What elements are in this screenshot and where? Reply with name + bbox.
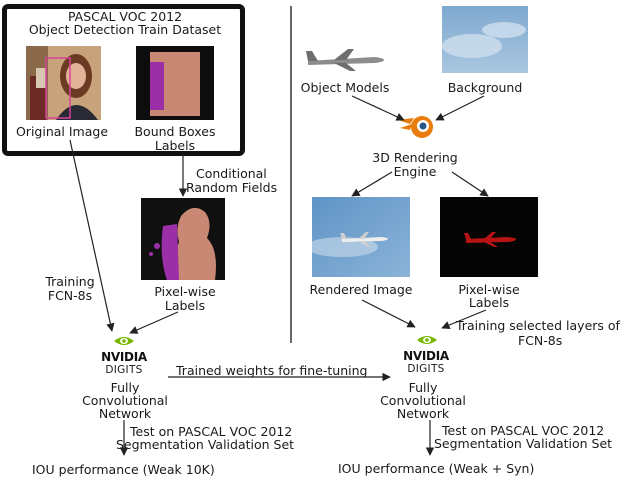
- left-pixelwise-label-line1: Pixel-wise: [154, 284, 216, 299]
- training-label-line2: FCN-8s: [47, 288, 93, 303]
- rendered-image-label: Rendered Image: [309, 282, 413, 297]
- nvidia-logo-icon-right: [415, 332, 439, 348]
- training-selected-line2: FCN-8s: [518, 333, 563, 348]
- left-iou-label: IOU performance (Weak 10K): [32, 462, 215, 477]
- digits-wordmark-right: DIGITS: [407, 363, 445, 375]
- right-pixelwise-label-line2: Labels: [468, 295, 510, 310]
- left-test-line1: Test on PASCAL VOC 2012: [130, 424, 293, 439]
- background-label: Background: [447, 80, 523, 95]
- bound-boxes-label-line1: Bound Boxes: [134, 124, 216, 139]
- dataset-title-line2: Object Detection Train Dataset: [28, 22, 222, 37]
- bound-boxes-label-line2: Labels: [154, 138, 196, 153]
- dataset-title-line1: PASCAL VOC 2012: [67, 9, 183, 24]
- right-pixelwise-label-line1: Pixel-wise: [458, 282, 520, 297]
- background-sky-image: [442, 6, 528, 73]
- nvidia-logo-icon: [112, 333, 136, 349]
- right-fcn-line2: Convolutional: [380, 393, 466, 408]
- right-test-line2: Segmentation Validation Set: [434, 436, 613, 451]
- right-pixelwise-labels-image: [440, 197, 538, 277]
- right-test-line1: Test on PASCAL VOC 2012: [442, 423, 605, 438]
- trained-weights-label: Trained weights for fine-tuning: [176, 363, 368, 378]
- original-image-photo: [26, 46, 101, 120]
- object-models-label: Object Models: [300, 80, 390, 95]
- render-engine-line2: Engine: [393, 164, 437, 179]
- nvidia-wordmark: NVIDIA: [101, 350, 147, 364]
- left-fcn-line3: Network: [98, 406, 152, 421]
- right-iou-label: IOU performance (Weak + Syn): [338, 461, 535, 476]
- blender-logo-icon: [396, 110, 440, 140]
- left-pixelwise-label-line2: Labels: [164, 298, 206, 313]
- object-model-airplane: [304, 47, 386, 73]
- original-image-label: Original Image: [15, 124, 109, 139]
- crf-label-line1: Conditional: [196, 166, 267, 181]
- left-fcn-line2: Convolutional: [82, 393, 168, 408]
- left-pixelwise-labels-image: [141, 198, 225, 280]
- crf-label-line2: Random Fields: [186, 180, 278, 195]
- left-test-line2: Segmentation Validation Set: [116, 437, 295, 452]
- nvidia-wordmark-right: NVIDIA: [403, 349, 449, 363]
- right-fcn-line3: Network: [396, 406, 450, 421]
- right-fcn-line1: Fully: [408, 380, 438, 395]
- training-selected-line1: Training selected layers of: [456, 318, 620, 333]
- rendered-image-photo: [312, 197, 410, 277]
- left-fcn-line1: Fully: [110, 380, 140, 395]
- bound-boxes-image: [136, 46, 214, 120]
- render-engine-line1: 3D Rendering: [372, 150, 458, 165]
- digits-wordmark: DIGITS: [105, 364, 143, 376]
- training-label-line1: Training: [45, 274, 95, 289]
